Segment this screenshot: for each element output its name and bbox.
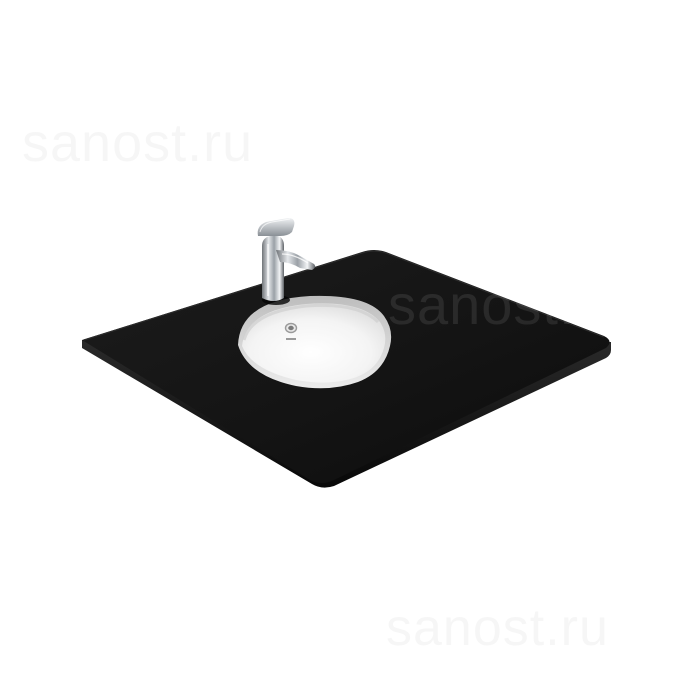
basin-logo [286,338,296,340]
faucet-spout-highlight [281,253,309,264]
basin-shadow [242,303,380,341]
overflow-hole-inner [288,325,294,331]
faucet-lever [257,218,295,236]
faucet-lever-edge [259,218,291,233]
faucet-body [262,236,284,301]
faucet-spout [276,250,316,270]
countertop-highlight [83,250,605,341]
washbasin [242,303,386,383]
